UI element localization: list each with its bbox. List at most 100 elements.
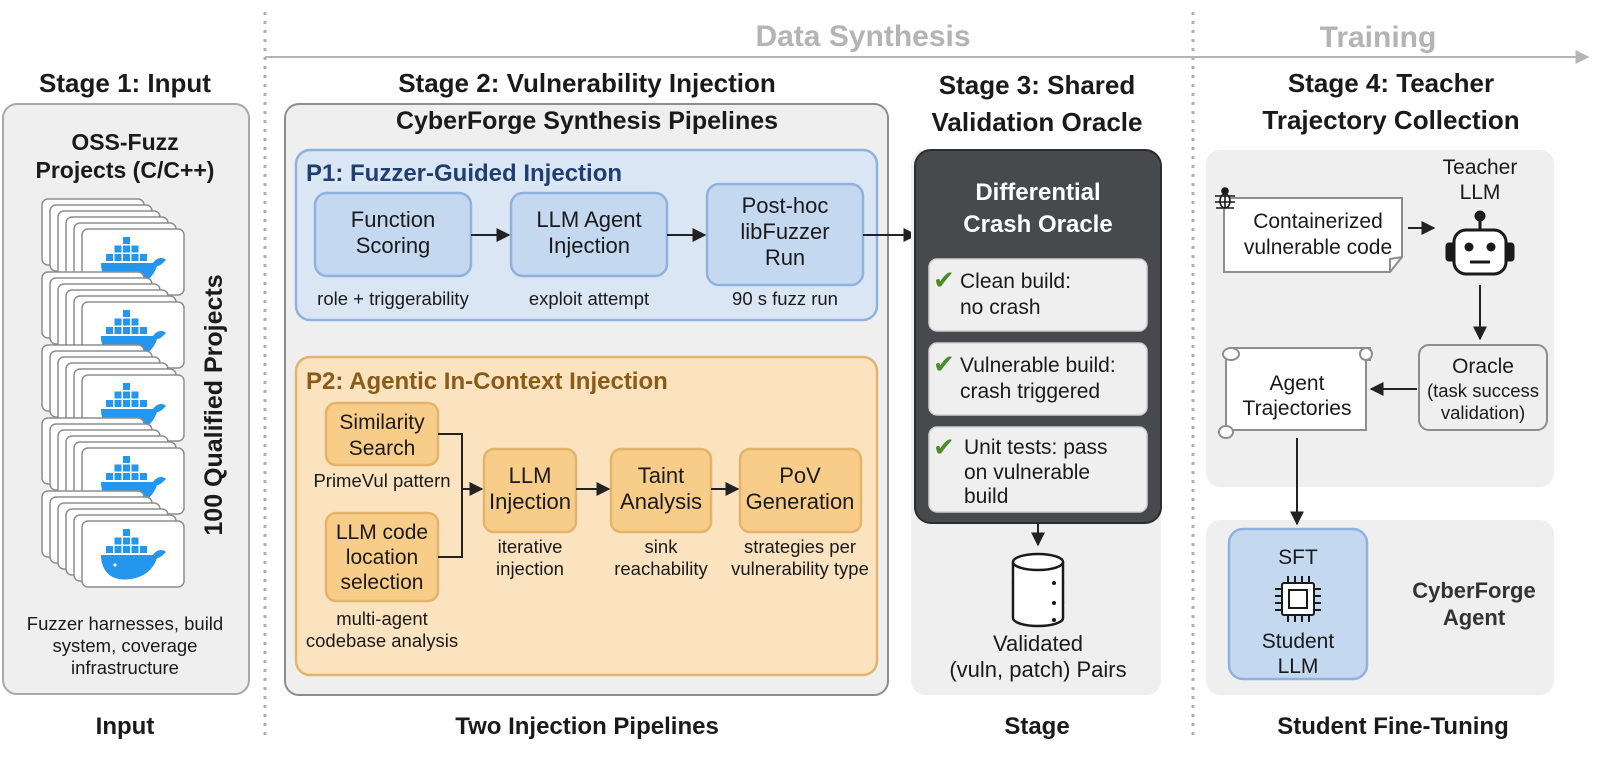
p2-step3-label-1: PoV: [779, 463, 821, 488]
check-icon: ✔: [933, 265, 955, 295]
header-mask: [740, 18, 970, 52]
stage2-box-title: CyberForge Synthesis Pipelines: [396, 107, 778, 135]
check1-line2: no crash: [960, 296, 1041, 319]
p2-step1-label-2: Injection: [489, 489, 571, 514]
p2-merge-bracket: [438, 433, 463, 558]
p2-step1-label-1: LLM: [509, 463, 552, 488]
p2-step1-caption-1: iterative: [498, 536, 563, 557]
p2-similarity-caption: PrimeVul pattern: [313, 470, 450, 491]
output-line2: (vuln, patch) Pairs: [949, 657, 1126, 682]
stage3-title-1: Stage 3: Shared: [939, 70, 1136, 100]
check-icon: ✔: [933, 349, 955, 379]
p2-taint-analysis-box: [609, 447, 713, 534]
sft-label: SFT: [1278, 546, 1318, 569]
bug-icon: [1215, 187, 1235, 209]
oracle-title-1: Differential: [975, 179, 1100, 206]
check1-line1: Clean build:: [960, 270, 1071, 293]
stage4-oracle-line2: (task success: [1427, 380, 1539, 401]
p2-panel: [294, 355, 879, 677]
student-line1: Student: [1262, 630, 1335, 653]
stage4-footer: Student Fine-Tuning: [1277, 713, 1509, 740]
p2-step2-label-2: Analysis: [620, 489, 702, 514]
code-doc-line2: vulnerable code: [1244, 236, 1392, 259]
check-clean-build-card: [928, 258, 1148, 332]
stage1-caption-3: infrastructure: [71, 657, 179, 678]
check2-line1: Vulnerable build:: [960, 354, 1116, 377]
check-vulnerable-build-card: [928, 342, 1148, 416]
stage4-title-1: Stage 4: Teacher: [1288, 68, 1494, 98]
p2-step1-caption-2: injection: [496, 558, 564, 579]
check3-line1: Unit tests: pass: [964, 436, 1108, 459]
p2-step2-caption-2: reachability: [614, 558, 708, 579]
p2-location-label-2: location: [346, 546, 418, 569]
robot-icon: [1445, 210, 1515, 276]
stage1-caption-2: system, coverage: [53, 635, 198, 656]
check3-line2: on vulnerable: [964, 461, 1090, 484]
stage1-caption-1: Fuzzer harnesses, build: [27, 613, 223, 634]
p1-step1-label-2: Scoring: [356, 233, 431, 258]
header-training: Training: [1320, 21, 1437, 54]
p1-step1-label-1: Function: [351, 207, 435, 232]
chip-icon: [1275, 576, 1321, 622]
p1-step2-label-1: LLM Agent: [536, 207, 641, 232]
stage3-title-2: Validation Oracle: [932, 107, 1143, 137]
p1-step3-label-1: Post-hoc: [742, 193, 829, 218]
header-data-synthesis: Data Synthesis: [755, 20, 970, 53]
stage3-footer: Stage: [1004, 713, 1069, 740]
check-icon: ✔: [933, 432, 955, 462]
stage4-title-2: Trajectory Collection: [1262, 105, 1519, 135]
docker-project-card: [41, 271, 185, 369]
p2-step3-caption-2: vulnerability type: [731, 558, 869, 579]
p2-location-label-3: selection: [341, 571, 424, 594]
docker-whale-icon: [101, 529, 166, 580]
stage4-oracle-line3: validation): [1441, 402, 1525, 423]
p1-step1-caption: role + triggerability: [317, 288, 469, 309]
trajectories-line1: Agent: [1270, 372, 1325, 395]
stage1-footer: Input: [96, 713, 155, 740]
stage2-footer: Two Injection Pipelines: [455, 713, 719, 740]
agent-name-line2: Agent: [1443, 605, 1506, 630]
teacher-label-1: Teacher: [1443, 156, 1518, 179]
header-mask-2: [1305, 18, 1470, 52]
output-line1: Validated: [993, 631, 1083, 656]
p2-step3-caption-1: strategies per: [744, 536, 856, 557]
stage4-oracle-box: [1418, 344, 1548, 431]
doc-corner-fold: [1389, 256, 1403, 272]
p1-step3-caption: 90 s fuzz run: [732, 288, 838, 309]
code-doc-line1: Containerized: [1253, 210, 1383, 233]
teacher-label-2: LLM: [1460, 181, 1501, 204]
stage2-title: Stage 2: Vulnerability Injection: [398, 68, 776, 98]
p2-step2-caption-1: sink: [645, 536, 679, 557]
p1-title: P1: Fuzzer-Guided Injection: [306, 160, 622, 187]
stage1-vertical-label: 100 Qualified Projects: [200, 274, 228, 535]
stage1-box-title-2: Projects (C/C++): [36, 157, 215, 183]
p2-llm-injection-box: [482, 447, 578, 534]
docker-project-card: [41, 490, 185, 588]
scroll-icon: [1218, 347, 1373, 439]
database-icon: [1011, 552, 1065, 628]
student-line2: LLM: [1278, 655, 1319, 678]
check2-line2: crash triggered: [960, 380, 1100, 403]
p2-title: P2: Agentic In-Context Injection: [306, 368, 668, 395]
check3-line3: build: [964, 485, 1008, 508]
trajectories-line2: Trajectories: [1243, 397, 1352, 420]
oracle-title-2: Crash Oracle: [963, 211, 1112, 238]
stage4-oracle-line1: Oracle: [1452, 355, 1514, 378]
p2-step3-label-2: Generation: [746, 489, 855, 514]
p2-similarity-label-2: Search: [349, 437, 416, 460]
p1-step3-label-2: libFuzzer: [740, 219, 829, 244]
stage1-box-title-1: OSS-Fuzz: [71, 129, 178, 155]
p1-step2-label-2: Injection: [548, 233, 630, 258]
p2-location-caption-2: codebase analysis: [306, 630, 458, 651]
p1-step2-caption: exploit attempt: [529, 288, 649, 309]
p2-step2-label-1: Taint: [638, 463, 684, 488]
check-unit-tests-card: [928, 426, 1148, 513]
p2-location-label-1: LLM code: [336, 521, 428, 544]
p2-similarity-label-1: Similarity: [339, 411, 425, 434]
containerized-code-doc: [1223, 197, 1403, 273]
p1-step3-label-3: Run: [765, 245, 805, 270]
agent-name-line1: CyberForge: [1412, 578, 1535, 603]
p2-location-caption-1: multi-agent: [336, 608, 428, 629]
docker-project-stack: [41, 198, 185, 588]
